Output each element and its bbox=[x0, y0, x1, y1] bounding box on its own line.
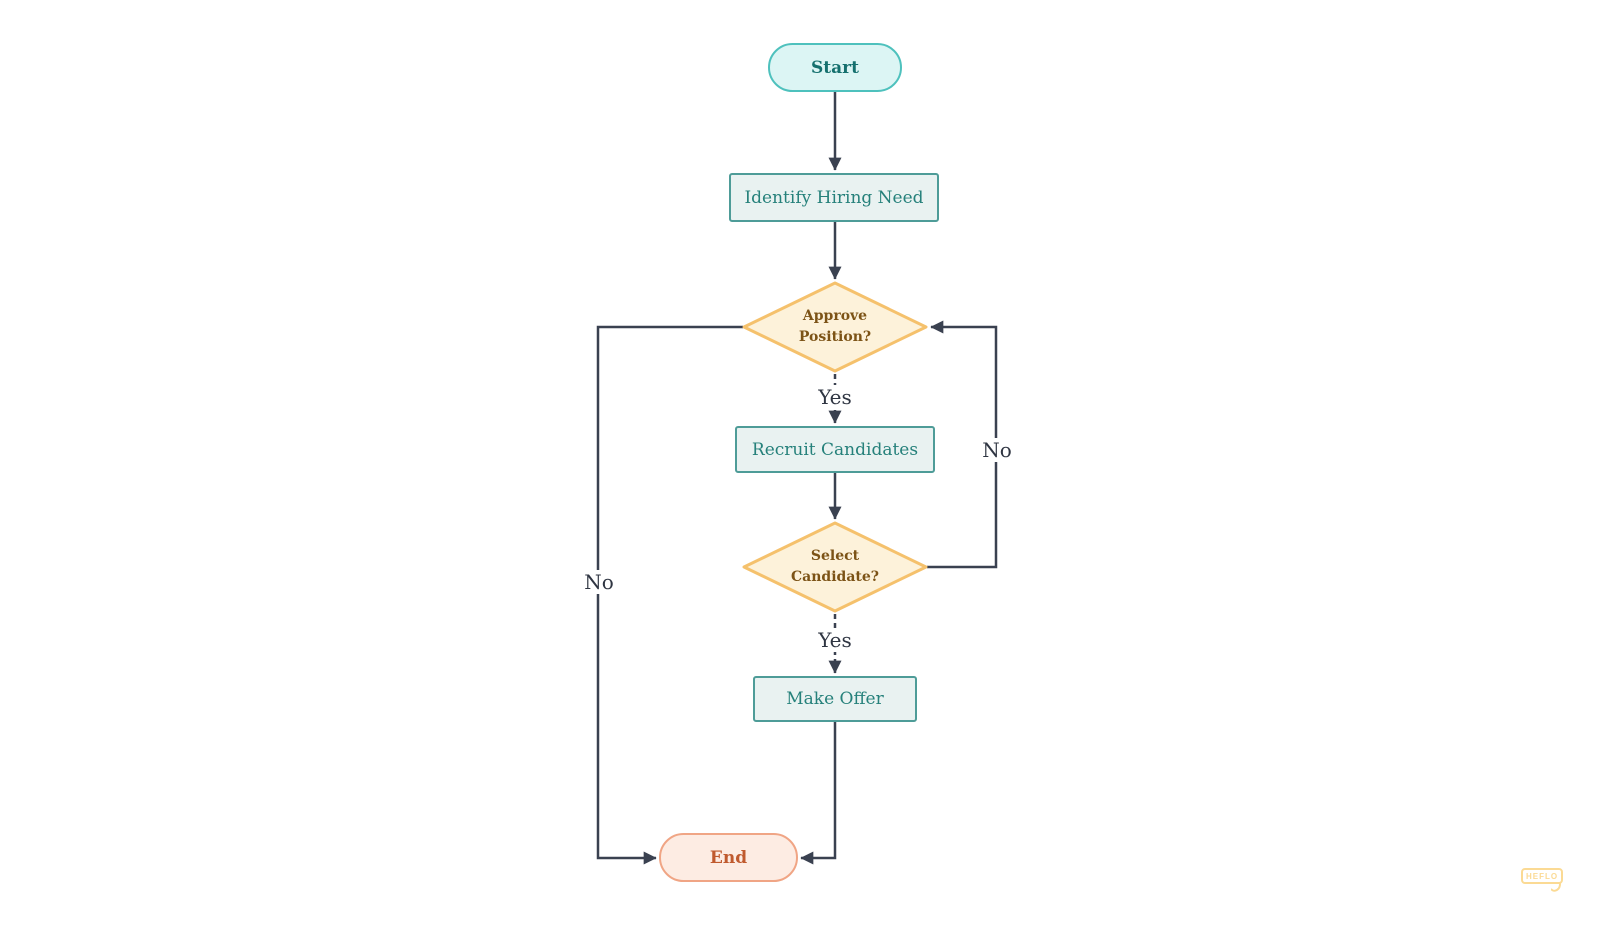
diamond-shape bbox=[742, 281, 928, 373]
node-approve-label: Approve Position? bbox=[798, 308, 872, 345]
node-start-label: Start bbox=[811, 57, 859, 78]
heflo-logo-text: HEFLO bbox=[1521, 868, 1564, 884]
heflo-logo-tail-icon bbox=[1551, 883, 1562, 892]
edge-label-select-no: No bbox=[977, 438, 1017, 462]
node-end-label: End bbox=[709, 847, 748, 868]
node-recruit-label: Recruit Candidates bbox=[751, 439, 919, 460]
edge-label-select-yes: Yes bbox=[813, 628, 857, 652]
node-approve-position: Approve Position? bbox=[741, 280, 929, 374]
node-recruit-candidates: Recruit Candidates bbox=[735, 426, 935, 473]
node-make-offer: Make Offer bbox=[753, 676, 917, 722]
node-offer-label: Make Offer bbox=[786, 689, 884, 709]
node-select-candidate: Select Candidate? bbox=[741, 520, 929, 614]
diamond-shape bbox=[742, 521, 928, 613]
node-end: End bbox=[659, 833, 798, 882]
heflo-watermark[interactable]: HEFLO bbox=[1521, 864, 1565, 892]
edge-approve-no-to-end bbox=[596, 325, 743, 865]
node-start: Start bbox=[768, 43, 902, 92]
edge-label-approve-no: No bbox=[579, 570, 619, 594]
node-identify-label: Identify Hiring Need bbox=[744, 187, 924, 208]
node-identify-hiring-need: Identify Hiring Need bbox=[729, 173, 939, 222]
node-select-label: Select Candidate? bbox=[791, 548, 879, 585]
edge-label-approve-yes: Yes bbox=[813, 385, 857, 409]
edge-offer-to-end bbox=[800, 722, 837, 865]
